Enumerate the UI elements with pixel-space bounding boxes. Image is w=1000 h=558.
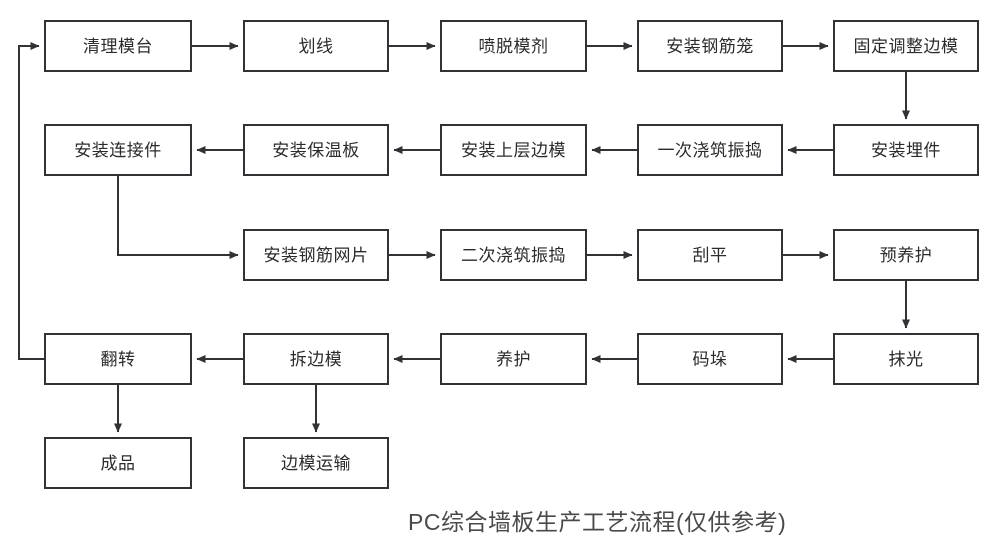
flow-arrow-n19-to-n01 xyxy=(18,42,44,360)
process-node-label: 划线 xyxy=(298,36,334,56)
process-node-label: 刮平 xyxy=(692,245,728,265)
process-node-label: 预养护 xyxy=(879,245,933,265)
process-node-label: 安装钢筋网片 xyxy=(263,245,369,265)
process-node-n15[interactable]: 抹光 xyxy=(833,333,979,385)
process-node-n07[interactable]: 一次浇筑振捣 xyxy=(637,124,783,176)
process-node-n01[interactable]: 清理模台 xyxy=(44,20,192,72)
process-node-label: 安装埋件 xyxy=(871,140,941,160)
process-node-label: 成品 xyxy=(100,453,136,473)
process-node-label: 喷脱模剂 xyxy=(478,36,549,56)
process-node-n13[interactable]: 刮平 xyxy=(637,229,783,281)
process-node-label: 二次浇筑振捣 xyxy=(461,245,566,265)
process-node-n09[interactable]: 安装保温板 xyxy=(243,124,389,176)
diagram-caption: PC综合墙板生产工艺流程(仅供参考) xyxy=(408,509,787,535)
process-node-label: 安装钢筋笼 xyxy=(666,36,754,56)
process-node-label: 安装连接件 xyxy=(74,140,162,160)
process-node-n18[interactable]: 拆边模 xyxy=(243,333,389,385)
process-node-n14[interactable]: 预养护 xyxy=(833,229,979,281)
process-node-n17[interactable]: 养护 xyxy=(440,333,587,385)
process-node-label: 安装上层边模 xyxy=(461,140,566,160)
process-node-label: 翻转 xyxy=(100,349,136,369)
process-node-label: 固定调整边模 xyxy=(853,36,959,56)
process-node-label: 边模运输 xyxy=(281,453,351,473)
process-node-n06[interactable]: 安装埋件 xyxy=(833,124,979,176)
process-node-n16[interactable]: 码垛 xyxy=(637,333,783,385)
process-node-label: 养护 xyxy=(496,349,531,369)
process-node-n12[interactable]: 二次浇筑振捣 xyxy=(440,229,587,281)
process-node-label: 一次浇筑振捣 xyxy=(657,140,763,160)
process-node-n08[interactable]: 安装上层边模 xyxy=(440,124,587,176)
process-node-n10[interactable]: 安装连接件 xyxy=(44,124,192,176)
process-node-n02[interactable]: 划线 xyxy=(243,20,389,72)
edge-layer xyxy=(18,42,910,433)
process-node-n04[interactable]: 安装钢筋笼 xyxy=(637,20,783,72)
process-node-label: 码垛 xyxy=(692,349,728,369)
process-node-n03[interactable]: 喷脱模剂 xyxy=(440,20,587,72)
process-node-n11[interactable]: 安装钢筋网片 xyxy=(243,229,389,281)
process-node-label: 清理模台 xyxy=(83,36,153,56)
process-node-n05[interactable]: 固定调整边模 xyxy=(833,20,979,72)
process-node-label: 安装保温板 xyxy=(272,140,360,160)
process-node-n21[interactable]: 边模运输 xyxy=(243,437,389,489)
flow-arrow-n10-to-n11 xyxy=(117,176,239,259)
process-node-n20[interactable]: 成品 xyxy=(44,437,192,489)
process-node-label: 抹光 xyxy=(888,349,924,369)
process-node-n19[interactable]: 翻转 xyxy=(44,333,192,385)
process-node-label: 拆边模 xyxy=(289,349,343,369)
